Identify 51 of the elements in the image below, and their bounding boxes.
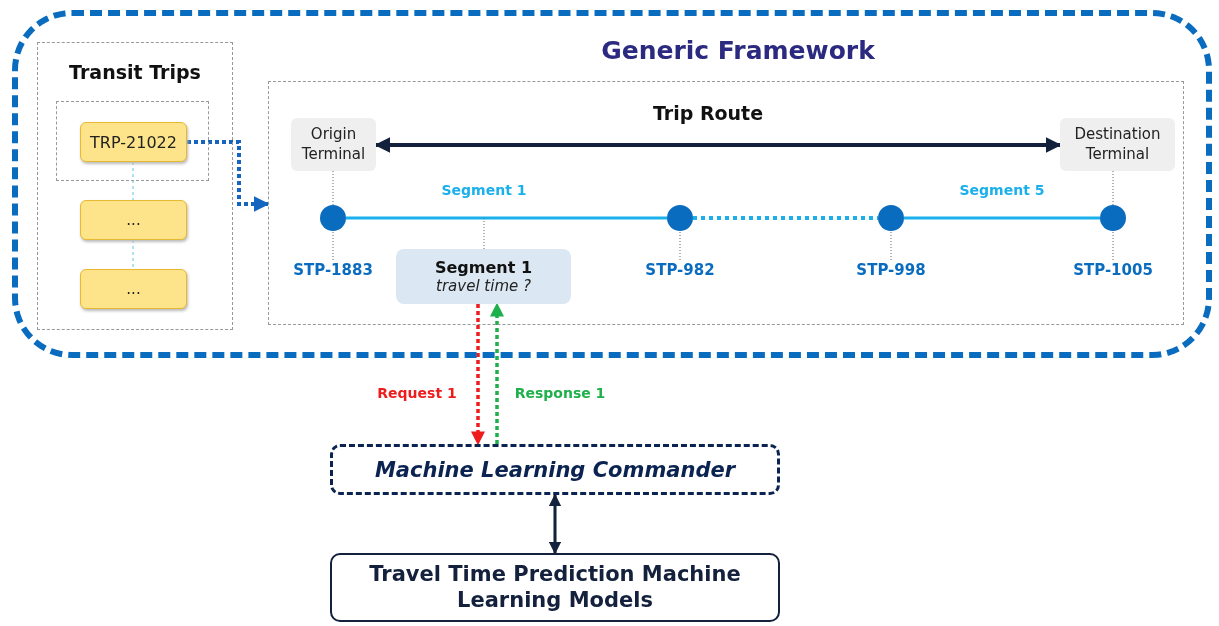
arrow	[187, 140, 270, 212]
stop-label: STP-998	[856, 261, 926, 279]
route-panel	[268, 81, 1184, 325]
terminal-label: Origin Terminal	[300, 125, 367, 164]
leader-line	[890, 230, 892, 261]
segment-heading: Segment 1	[434, 258, 533, 277]
leader-line	[679, 230, 681, 261]
segment-question: travel time ?	[436, 277, 531, 295]
stop-marker	[320, 205, 346, 231]
trips-panel	[37, 42, 233, 330]
leader-line	[904, 216, 1100, 220]
leader-line	[332, 230, 334, 261]
panel-heading: Trip Route	[651, 102, 765, 124]
leader-line	[332, 170, 334, 206]
commander-box	[330, 444, 780, 495]
stop-label: STP-1883	[293, 261, 373, 279]
leader-line	[483, 217, 485, 250]
leader-line	[132, 239, 134, 270]
commander-label: Machine Learning Commander	[374, 457, 736, 482]
panel-heading: Transit Trips	[68, 61, 202, 83]
edge-label: Segment 1	[439, 182, 529, 198]
framework-title: Generic Framework	[600, 36, 876, 65]
edge-label: Segment 5	[957, 182, 1047, 198]
arrow	[471, 304, 485, 446]
ellipsis-text: ...	[126, 211, 141, 229]
ellipsis-text: ...	[126, 280, 141, 298]
terminal-box	[1060, 118, 1175, 171]
trip-box	[80, 200, 187, 240]
edge-label: Request 1	[375, 385, 459, 401]
dashed-frame	[56, 101, 209, 181]
arrow	[374, 137, 1062, 153]
leader-line	[1112, 230, 1114, 261]
arrow	[548, 493, 562, 555]
leader-line	[132, 161, 134, 201]
models-box	[330, 553, 780, 622]
stop-label: STP-1005	[1073, 261, 1153, 279]
stop-marker	[1100, 205, 1126, 231]
models-label: Travel Time Prediction Machine Learning Models	[368, 562, 742, 613]
leader-line	[346, 216, 667, 220]
stop-marker	[667, 205, 693, 231]
stop-label: STP-982	[645, 261, 715, 279]
segment-query-box	[396, 249, 571, 304]
terminal-label: Destination Terminal	[1073, 125, 1162, 164]
trip-id: TRP-21022	[90, 132, 177, 152]
arrow	[490, 302, 504, 444]
trip-box	[80, 122, 187, 162]
trip-box	[80, 269, 187, 309]
stop-marker	[878, 205, 904, 231]
leader-line	[1112, 170, 1114, 206]
framework-panel	[12, 10, 1212, 358]
terminal-box	[291, 118, 376, 171]
